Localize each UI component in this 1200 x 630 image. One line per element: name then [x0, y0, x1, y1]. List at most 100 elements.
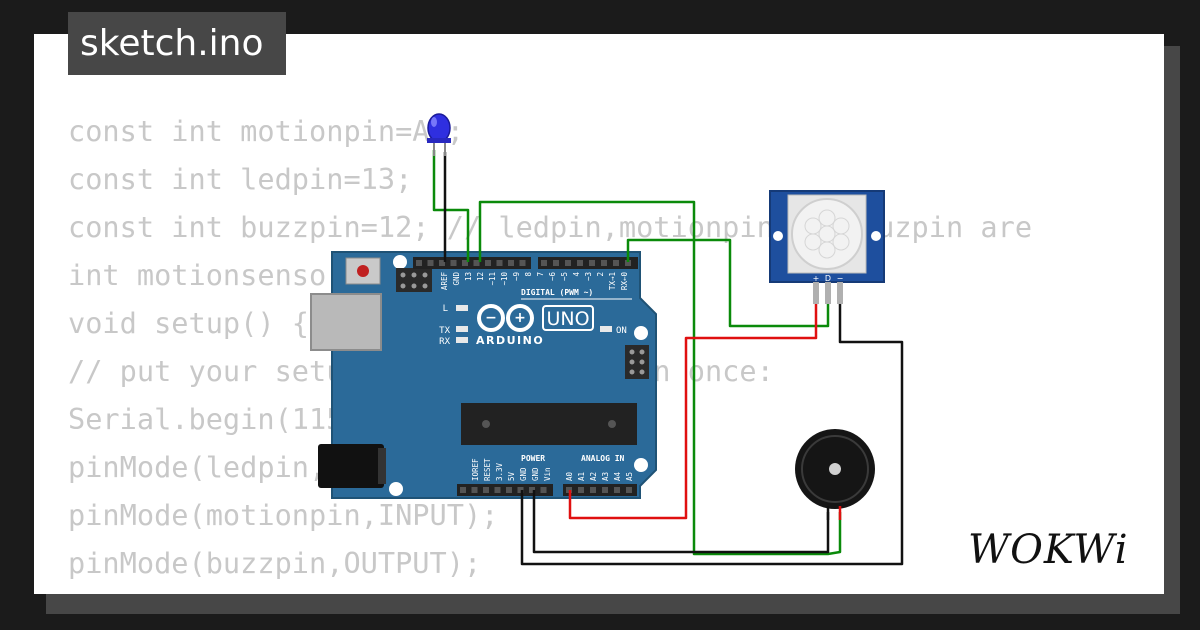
code-line: pinMode(buzzpin,OUTPUT); — [68, 546, 482, 580]
header-socket[interactable] — [529, 487, 535, 493]
header-socket[interactable] — [462, 260, 468, 266]
header-socket[interactable] — [471, 487, 478, 493]
header-socket[interactable] — [601, 260, 607, 266]
uno-badge — [542, 305, 594, 331]
pin-label: A0 — [565, 471, 574, 481]
power-jack-lip — [378, 448, 386, 484]
pin-label: ~6 — [548, 272, 557, 282]
header-socket[interactable] — [626, 487, 632, 493]
atmega-chip — [461, 403, 637, 445]
header-socket[interactable] — [577, 260, 583, 266]
header-socket[interactable] — [602, 487, 608, 493]
header-socket[interactable] — [439, 260, 445, 266]
pir-motion-sensor[interactable]: + D − — [769, 190, 885, 304]
pin-label: 5V — [507, 471, 516, 481]
wires — [432, 150, 904, 566]
wire-led-to-pin13[interactable] — [432, 150, 470, 262]
header-socket[interactable] — [519, 260, 526, 266]
code-line: const int ledpin=13; — [68, 162, 413, 196]
led-tx-label: TX — [439, 326, 450, 336]
wire-pir-vcc[interactable] — [568, 288, 818, 520]
header-socket[interactable] — [613, 260, 619, 266]
logo-plus-glyph: + — [514, 310, 526, 326]
mounting-hole — [634, 458, 648, 472]
file-tab-label: sketch.ino — [80, 23, 264, 64]
wire-buzzer-gnd[interactable] — [532, 490, 830, 554]
header-socket[interactable] — [450, 260, 457, 266]
uno-model-label: UNO — [546, 308, 589, 330]
reset-button-cap[interactable] — [357, 265, 369, 277]
code-line: const int motionpin=A0; — [68, 114, 464, 148]
header-socket[interactable] — [427, 260, 434, 266]
pin-label: ~10 — [500, 272, 509, 286]
header-socket[interactable] — [589, 260, 595, 266]
pin-label: GND — [519, 467, 528, 481]
header-socket[interactable] — [494, 487, 501, 493]
header-socket[interactable] — [416, 260, 422, 266]
pin-label: RESET — [483, 458, 492, 481]
buzzer-ring — [801, 435, 869, 503]
pin-label: A4 — [613, 471, 622, 481]
code-line: const int buzzpin=12; // ledpin,motionpi… — [68, 210, 1033, 244]
wire-digital-to-pir-d[interactable] — [626, 238, 830, 328]
pin-label: 3.3V — [495, 462, 504, 481]
header-socket[interactable] — [553, 260, 559, 266]
header-socket[interactable] — [625, 260, 631, 266]
wire-pir-gnd[interactable] — [520, 288, 904, 566]
wire-pin12-to-buzzer[interactable] — [478, 200, 842, 556]
icsp-header — [396, 268, 432, 292]
header-socket[interactable] — [541, 260, 547, 266]
pin-label: Vin — [543, 467, 552, 481]
file-tab[interactable]: sketch.ino — [68, 12, 286, 75]
pin-label: ~9 — [512, 272, 521, 281]
arduino-logo-text: ARDUINO — [476, 334, 544, 347]
pin-label: TX→1 — [608, 272, 617, 290]
led-rim — [427, 138, 451, 143]
arduino-infinity-logo — [477, 304, 534, 332]
power-jack — [318, 444, 384, 488]
power-header-label: POWER — [521, 454, 545, 463]
pin-label: 12 — [476, 272, 485, 281]
header-socket[interactable] — [614, 487, 620, 493]
pin-label: RX←0 — [620, 272, 629, 291]
wokwi-logo: WOKWi — [968, 527, 1128, 573]
header-socket[interactable] — [540, 487, 547, 493]
led-tx-indicator — [456, 326, 468, 332]
header-socket[interactable] — [506, 487, 512, 493]
header-socket[interactable] — [517, 487, 524, 493]
pin-label: ~5 — [560, 272, 569, 281]
piezo-buzzer[interactable] — [795, 429, 875, 520]
blue-led[interactable] — [427, 113, 451, 156]
header-socket[interactable] — [565, 260, 571, 266]
logo-minus-glyph: − — [485, 310, 497, 326]
header-socket[interactable] — [508, 260, 514, 266]
pir-pin-gnd — [837, 282, 843, 304]
led-l-label: L — [443, 304, 448, 314]
header-socket[interactable] — [496, 260, 503, 266]
arduino-uno-board[interactable]: L TX RX ON − + ARDUINO UNO DIGITAL (PWM … — [310, 251, 657, 499]
pin-label: A2 — [589, 472, 598, 481]
pin-label: 13 — [464, 272, 473, 281]
led-on-label: ON — [616, 326, 627, 336]
pir-hole — [773, 231, 783, 241]
pir-fresnel-lens — [791, 198, 863, 270]
header-socket[interactable] — [483, 487, 489, 493]
led-rx-indicator — [456, 337, 468, 343]
code-line: void setup() { — [68, 306, 310, 340]
header-socket[interactable] — [460, 487, 466, 493]
header-socket[interactable] — [473, 260, 480, 266]
code-line: int motionsensor; — [68, 258, 361, 292]
header-socket[interactable] — [485, 260, 491, 266]
pin-label: GND — [452, 272, 461, 286]
led-l-indicator — [456, 305, 468, 311]
header-socket[interactable] — [578, 487, 584, 493]
header-socket[interactable] — [590, 487, 596, 493]
pin-label: ~11 — [488, 272, 497, 286]
analog-header — [563, 484, 637, 496]
pin-label: A3 — [601, 472, 610, 481]
pin-label: 8 — [524, 272, 533, 277]
